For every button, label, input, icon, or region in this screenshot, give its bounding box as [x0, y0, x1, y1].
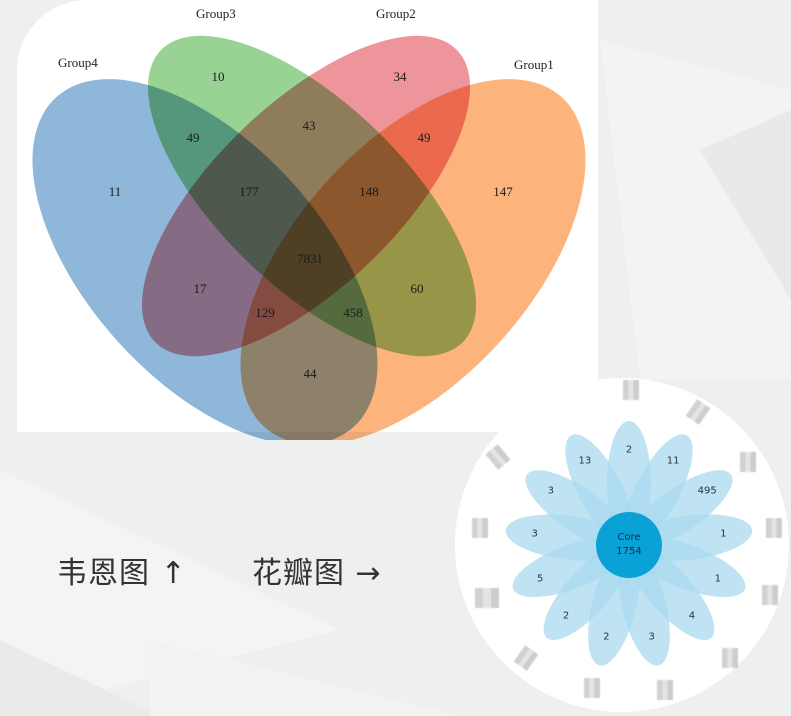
venn-region-value: 34	[393, 69, 407, 84]
venn-label-group3: Group3	[196, 6, 236, 21]
venn-region-value: 11	[108, 184, 122, 199]
core-label: Core	[617, 532, 641, 543]
venn-label-group4: Group4	[58, 55, 98, 70]
venn-region-value: 10	[211, 69, 225, 84]
flower-core-text: Core 1754	[616, 531, 641, 559]
venn-label-group2: Group2	[376, 6, 416, 21]
venn-region-value: 147	[493, 184, 513, 199]
flower-caption: 花瓣图 →	[252, 556, 382, 591]
venn-region-value: 49	[186, 130, 200, 145]
flower-core	[596, 512, 662, 578]
core-value: 1754	[616, 546, 642, 557]
venn-region-value: 7831	[297, 251, 323, 266]
venn-region-value: 43	[302, 118, 316, 133]
venn-region-value: 148	[359, 184, 379, 199]
venn-ellipse-group2	[141, 35, 471, 357]
venn-region-value: 60	[410, 281, 424, 296]
venn-diagram	[32, 35, 586, 440]
venn-caption: 韦恩图 ↑	[57, 556, 187, 591]
venn-region-value: 129	[255, 305, 275, 320]
venn-region-value: 177	[239, 184, 259, 199]
venn-label-group1: Group1	[514, 57, 554, 72]
venn-region-value: 44	[303, 366, 317, 381]
venn-region-value: 49	[417, 130, 431, 145]
venn-region-value: 458	[343, 305, 363, 320]
venn-region-value: 17	[193, 281, 207, 296]
